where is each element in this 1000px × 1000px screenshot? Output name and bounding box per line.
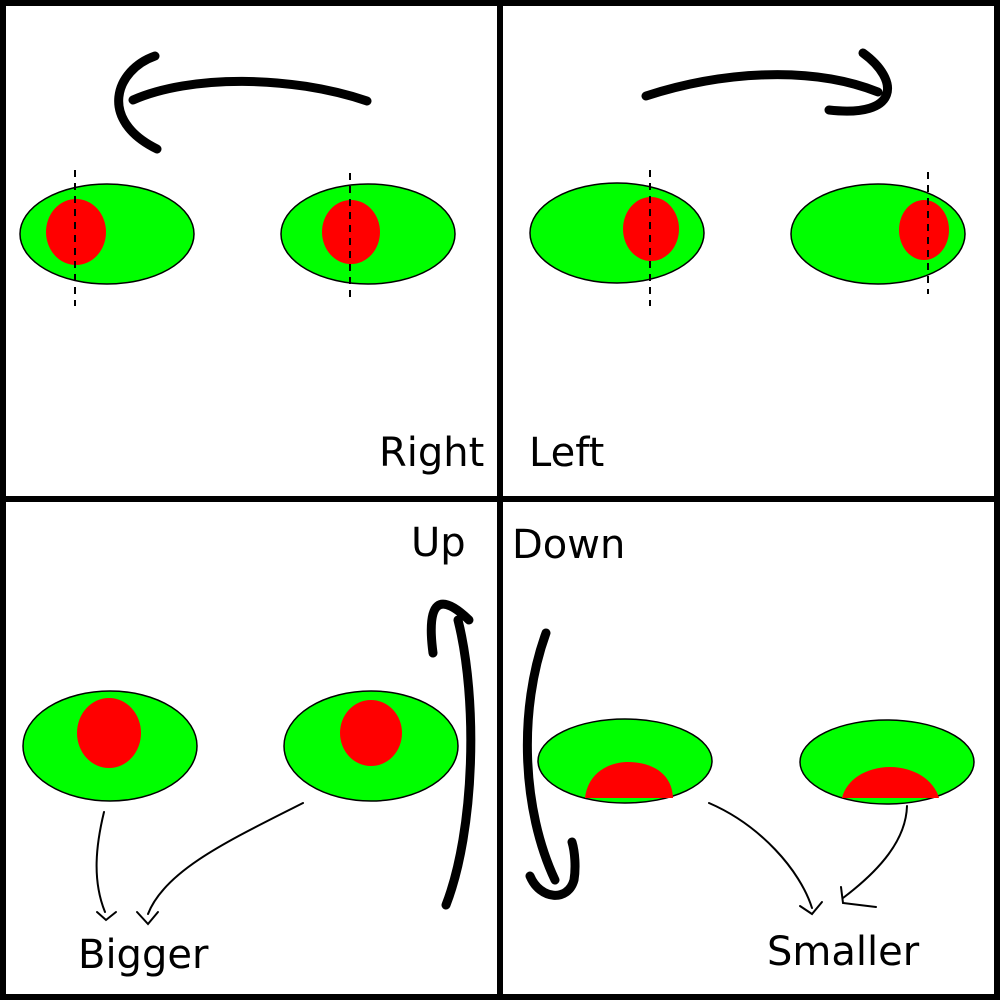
pointer-arrowhead-icon <box>841 887 876 907</box>
pupil <box>899 200 949 260</box>
curved-arrow-right-icon <box>646 53 888 111</box>
eye-end <box>800 720 974 804</box>
eye-start <box>20 170 194 306</box>
panel-right <box>20 56 455 306</box>
pupil <box>46 199 106 265</box>
pupil <box>340 700 402 766</box>
curved-arrow-left-icon <box>119 56 367 149</box>
panel-left <box>530 53 965 306</box>
pointer-line <box>843 806 907 898</box>
eye-end <box>281 173 455 303</box>
panel-grid <box>3 3 997 997</box>
label-down: Down <box>512 525 625 565</box>
eye-end <box>284 691 458 801</box>
label-left: Left <box>529 433 604 473</box>
eye-start <box>23 691 197 801</box>
eye-end <box>791 172 965 294</box>
smaller-pointer-lines <box>709 803 907 914</box>
panel-up <box>23 604 471 924</box>
pointer-arrowhead-icon <box>97 912 116 920</box>
label-bigger: Bigger <box>78 935 208 975</box>
eye-start <box>538 719 712 803</box>
pointer-line <box>148 803 303 914</box>
eye-start <box>530 170 704 306</box>
label-smaller: Smaller <box>767 932 919 972</box>
pupil <box>77 698 141 768</box>
pointer-line <box>709 803 812 908</box>
bigger-pointer-lines <box>97 803 303 924</box>
panel-down <box>527 633 974 914</box>
pointer-line <box>97 812 105 912</box>
label-right: Right <box>379 433 484 473</box>
label-up: Up <box>411 523 466 563</box>
